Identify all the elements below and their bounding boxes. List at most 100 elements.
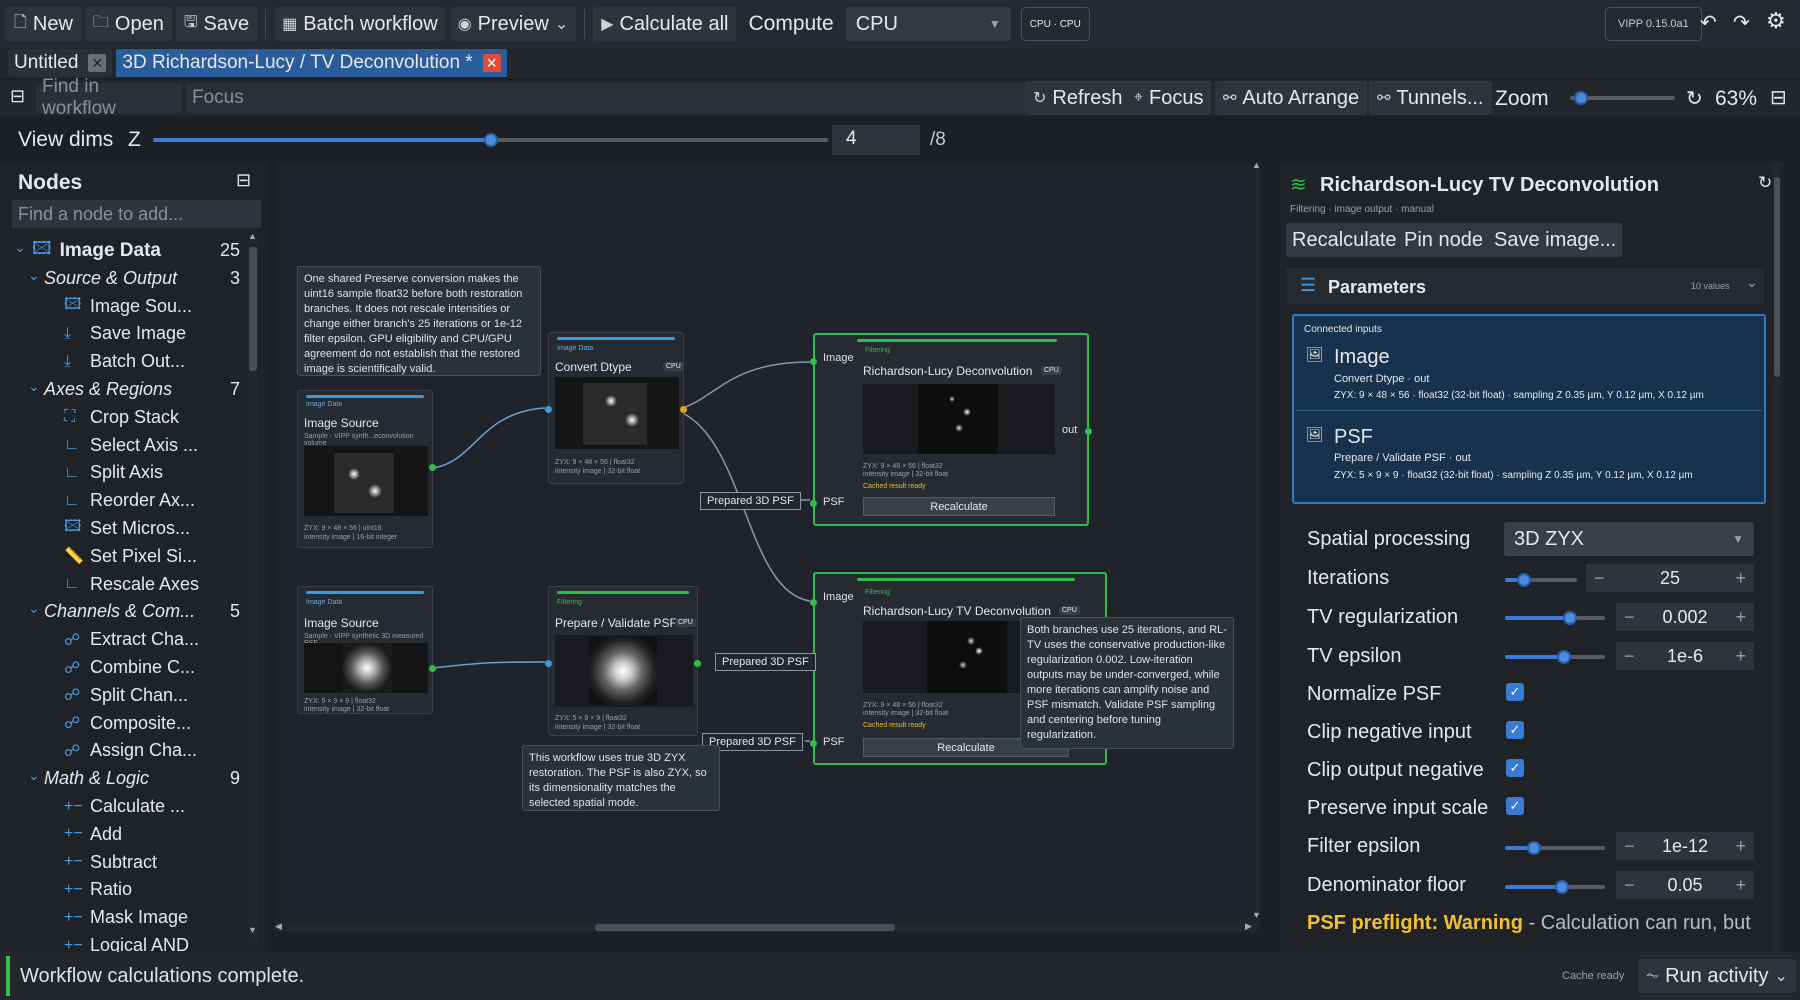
slider-knob[interactable]	[1555, 880, 1569, 894]
tree-node-item[interactable]: ∟Reorder Ax...	[64, 487, 195, 514]
tree-node-item[interactable]: ⤓Batch Out...	[64, 348, 185, 375]
tree-node-item[interactable]: ∟Rescale Axes	[64, 571, 199, 598]
chevron-down-icon[interactable]: ⌄	[28, 266, 40, 283]
scroll-up-icon[interactable]: ▲	[248, 231, 257, 241]
tv-epsilon-slider[interactable]	[1505, 650, 1605, 664]
output-port[interactable]	[680, 406, 687, 413]
panel-toggle-icon[interactable]: ⊟	[10, 86, 26, 106]
collapse-panel-icon[interactable]: ⊟	[236, 170, 252, 190]
compute-select[interactable]: CPU▼	[845, 7, 1011, 41]
refresh-button[interactable]: ↻Refresh	[1025, 81, 1131, 115]
node-prepare-psf[interactable]: Filtering Prepare / Validate PSF CPU ZYX…	[545, 586, 701, 736]
tree-scrollbar-thumb[interactable]	[249, 247, 257, 371]
chevron-down-icon[interactable]: ⌄	[28, 600, 40, 617]
node-image-source-2[interactable]: Image Data Image Source Sample · VIPP sy…	[297, 586, 436, 714]
output-port[interactable]	[429, 665, 436, 672]
minus-icon[interactable]: −	[1594, 567, 1605, 588]
minus-icon[interactable]: −	[1624, 606, 1635, 627]
plus-icon[interactable]: +	[1735, 567, 1746, 588]
workflow-canvas[interactable]: Image Data Image Source Sample · VIPP sy…	[275, 162, 1260, 932]
input-port[interactable]	[545, 660, 552, 667]
z-value-input[interactable]: 4	[832, 125, 920, 155]
tree-node-item[interactable]: ∟Split Axis	[64, 459, 163, 486]
recalculate-button[interactable]: Recalculate	[863, 497, 1055, 516]
tree-node-item[interactable]: ☍Extract Cha...	[64, 626, 199, 653]
preserve-input-scale-checkbox[interactable]: ✓	[1506, 797, 1524, 815]
scroll-right-icon[interactable]: ▶	[1245, 921, 1252, 931]
input-port-psf[interactable]	[810, 740, 817, 747]
scroll-up-icon[interactable]: ▲	[1252, 162, 1260, 170]
parameters-header[interactable]: ☰ Parameters 10 values ⌄	[1286, 268, 1764, 304]
normalize-psf-checkbox[interactable]: ✓	[1506, 683, 1524, 701]
refresh-icon[interactable]: ↻	[1758, 173, 1773, 192]
focus-input[interactable]: Focus	[186, 83, 1026, 113]
output-port[interactable]	[429, 464, 436, 471]
save-image-button[interactable]: Save image...	[1488, 223, 1623, 257]
tree-scrollbar[interactable]: ▲ ▼	[248, 231, 258, 945]
tree-category[interactable]: ⌄Math & Logic	[28, 765, 149, 792]
chevron-down-icon[interactable]: ⌄	[14, 239, 26, 255]
node-image-source-1[interactable]: Image Data Image Source Sample · VIPP sy…	[297, 390, 436, 548]
slider-knob[interactable]	[1557, 650, 1571, 664]
minus-icon[interactable]: −	[1624, 874, 1635, 895]
iterations-slider[interactable]	[1505, 573, 1577, 587]
tv-regularization-slider[interactable]	[1505, 611, 1605, 625]
slider-knob[interactable]	[1527, 841, 1541, 855]
clip-output-negative-checkbox[interactable]: ✓	[1506, 759, 1524, 777]
new-button[interactable]: 🗋New	[6, 7, 81, 41]
tv-regularization-stepper[interactable]: −0.002+	[1616, 603, 1754, 631]
pin-node-button[interactable]: Pin node	[1398, 223, 1489, 257]
gear-icon[interactable]: ⚙	[1766, 8, 1786, 33]
find-in-workflow-input[interactable]: Find in workflow	[36, 76, 182, 119]
tree-node-item[interactable]: +−Logical AND	[64, 932, 189, 959]
calculate-all-button[interactable]: ▶Calculate all	[593, 7, 737, 41]
clip-negative-input-checkbox[interactable]: ✓	[1506, 721, 1524, 739]
canvas-hscroll-thumb[interactable]	[595, 924, 895, 931]
denominator-floor-slider[interactable]	[1505, 880, 1605, 894]
close-icon[interactable]: ✕	[88, 54, 107, 72]
tree-node-item[interactable]: ⛶Crop Stack	[64, 404, 179, 431]
run-activity-button[interactable]: ⏦Run activity⌄	[1638, 959, 1796, 993]
chevron-down-icon[interactable]: ⌄	[28, 378, 40, 394]
chevron-down-icon[interactable]: ⌄	[28, 767, 40, 784]
scroll-down-icon[interactable]: ▼	[248, 925, 257, 935]
node-richardson-lucy[interactable]: Filtering Richardson-Lucy Deconvolution …	[810, 333, 1092, 526]
input-port[interactable]	[545, 406, 552, 413]
tree-category[interactable]: ⌄Axes & Regions	[28, 376, 172, 403]
input-port-image[interactable]	[810, 599, 817, 606]
scroll-down-icon[interactable]: ▼	[1252, 910, 1260, 920]
spatial-processing-select[interactable]: 3D ZYX▼	[1504, 522, 1754, 556]
output-port[interactable]	[1085, 428, 1092, 435]
tree-node-item[interactable]: 📏Set Pixel Si...	[64, 543, 197, 570]
tunnel-pill-psf-1[interactable]: Prepared 3D PSF	[700, 492, 801, 510]
close-icon[interactable]: ✕	[482, 54, 501, 72]
tree-node-item[interactable]: +−Mask Image	[64, 904, 188, 931]
output-port[interactable]	[694, 660, 701, 667]
tree-node-item[interactable]: ☍Combine C...	[64, 654, 195, 681]
tree-node-item[interactable]: +−Subtract	[64, 849, 157, 876]
inspector-scrollbar-thumb[interactable]	[1774, 177, 1780, 377]
tree-node-item[interactable]: 🖾Image Sou...	[64, 293, 192, 320]
tree-node-item[interactable]: +−Ratio	[64, 876, 132, 903]
tunnel-pill-psf-3[interactable]: Prepared 3D PSF	[702, 733, 803, 751]
zoom-slider[interactable]	[1570, 91, 1675, 105]
right-panel-toggle-icon[interactable]: ⊟	[1770, 87, 1787, 109]
plus-icon[interactable]: +	[1735, 874, 1746, 895]
auto-arrange-button[interactable]: ⚯Auto Arrange	[1215, 81, 1368, 115]
input-port-image[interactable]	[810, 358, 817, 365]
slider-knob[interactable]	[1517, 573, 1531, 587]
tree-category[interactable]: ⌄Channels & Com...	[28, 598, 195, 625]
plus-icon[interactable]: +	[1735, 645, 1746, 666]
denominator-floor-stepper[interactable]: −0.05+	[1616, 871, 1754, 899]
zoom-reset-icon[interactable]: ↻	[1686, 88, 1703, 110]
input-port-psf[interactable]	[810, 500, 817, 507]
z-slider[interactable]	[153, 133, 828, 147]
tree-node-item[interactable]: +−Calculate ...	[64, 793, 185, 820]
node-convert-dtype[interactable]: Image Data Convert Dtype CPU ZYX: 9 × 48…	[545, 332, 687, 484]
tree-node-item[interactable]: +−Add	[64, 821, 122, 848]
tree-node-item[interactable]: ☍Assign Cha...	[64, 737, 197, 764]
preview-button[interactable]: ◉Preview⌄	[449, 7, 577, 41]
zoom-slider-knob[interactable]	[1574, 91, 1589, 105]
node-search-input[interactable]: Find a node to add...	[12, 200, 261, 228]
tunnel-pill-psf-2[interactable]: Prepared 3D PSF	[715, 653, 816, 671]
